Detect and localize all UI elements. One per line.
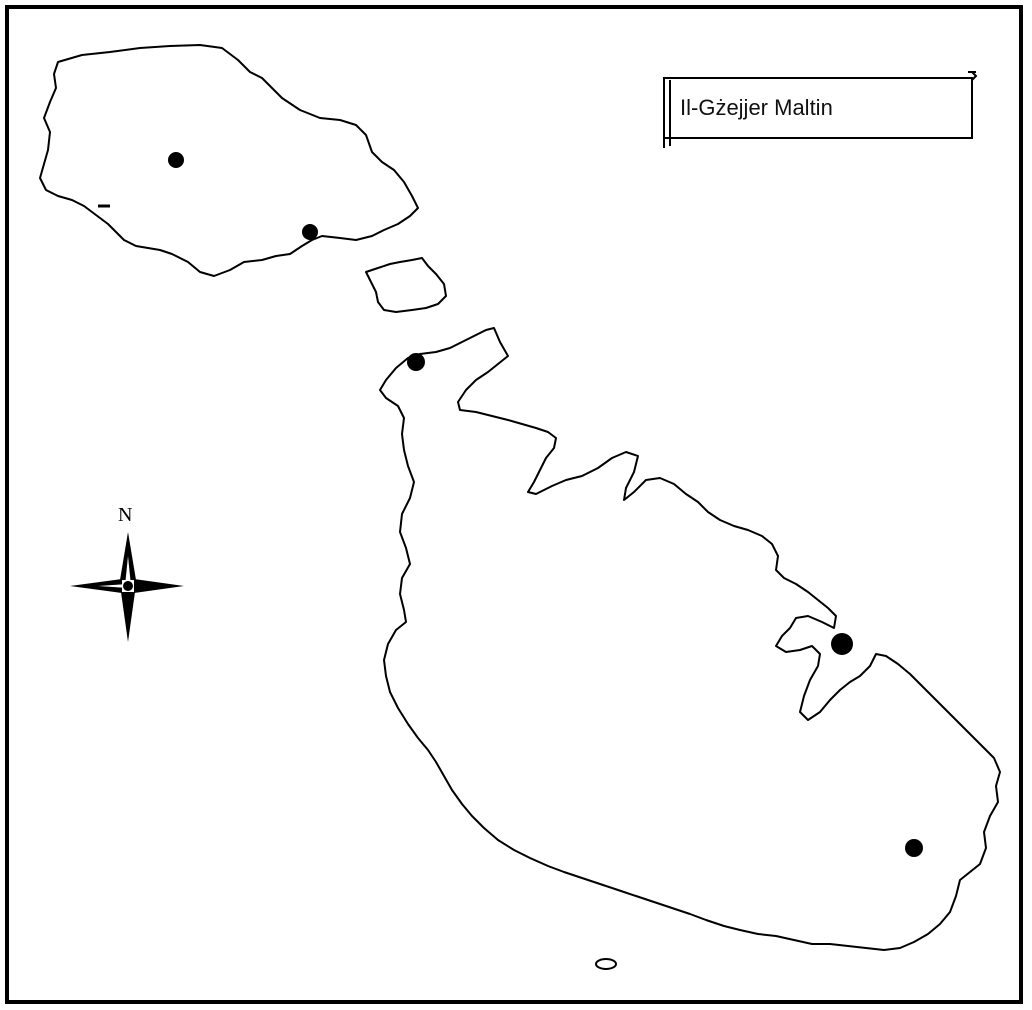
location-marker bbox=[831, 633, 853, 655]
map-title: Il-Gżejjer Maltin bbox=[680, 95, 833, 120]
location-marker bbox=[168, 152, 184, 168]
comino-island bbox=[365, 257, 447, 313]
north-label: N bbox=[118, 504, 133, 526]
filfla-islet bbox=[595, 958, 617, 970]
location-marker bbox=[302, 224, 318, 240]
compass-rose-icon bbox=[70, 532, 184, 642]
location-marker bbox=[407, 353, 425, 371]
scroll-banner bbox=[663, 71, 978, 148]
gozo-island bbox=[39, 44, 419, 277]
malta-island bbox=[379, 327, 1001, 951]
location-marker bbox=[905, 839, 923, 857]
